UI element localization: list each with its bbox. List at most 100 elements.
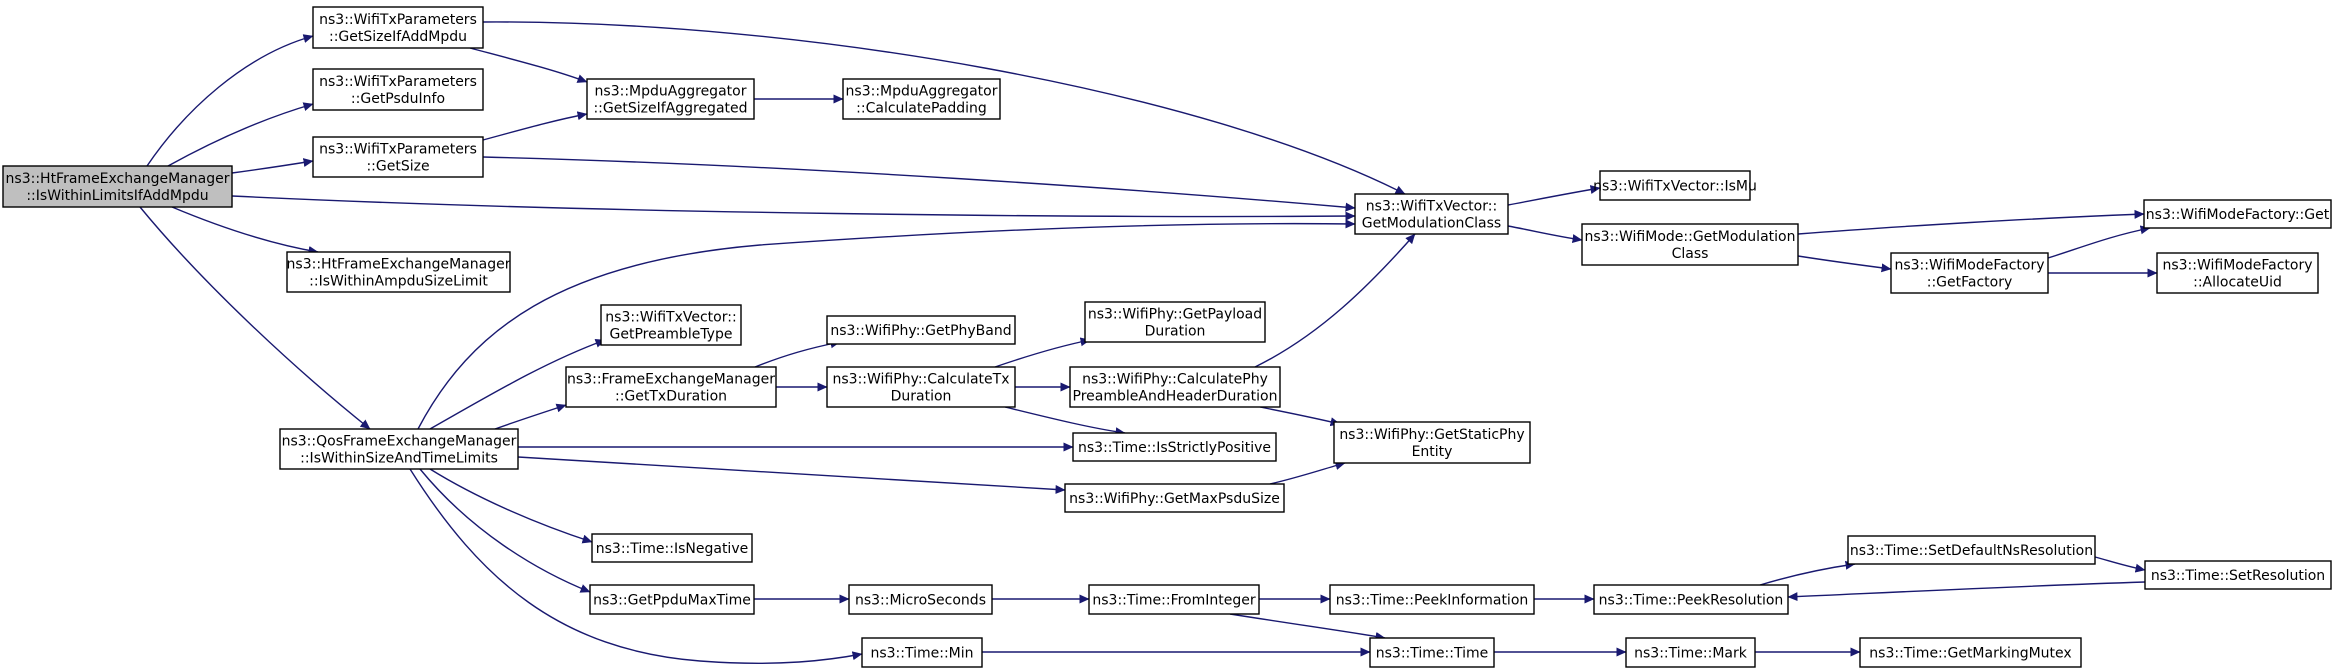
node-isNegative[interactable]: ns3::Time::IsNegative bbox=[591, 533, 753, 563]
node-box bbox=[312, 68, 484, 111]
node-getPhyBand[interactable]: ns3::WifiPhy::GetPhyBand bbox=[826, 315, 1016, 345]
edge-arrow bbox=[994, 337, 1091, 368]
edge-arrow bbox=[482, 156, 1356, 212]
edge-root-to-getPsduInfo bbox=[167, 102, 314, 167]
node-allocateUid[interactable]: ns3::WifiModeFactory::AllocateUid bbox=[2156, 252, 2319, 294]
nodes: ns3::HtFrameExchangeManager::IsWithinLim… bbox=[2, 6, 2332, 668]
edge-calcTxDuration-to-payloadDuration bbox=[994, 337, 1091, 368]
node-box bbox=[1084, 301, 1266, 343]
node-mpduAggPad[interactable]: ns3::MpduAggregator::CalculatePadding bbox=[842, 78, 1001, 120]
node-qosLimits[interactable]: ns3::QosFrameExchangeManager::IsWithinSi… bbox=[279, 428, 519, 470]
node-setResolution[interactable]: ns3::Time::SetResolution bbox=[2144, 560, 2332, 590]
node-label: ns3::WifiTxVector::IsMu bbox=[1593, 179, 1757, 195]
node-box bbox=[861, 637, 983, 668]
edge-arrow bbox=[417, 219, 1356, 430]
node-label: ::CalculatePadding bbox=[856, 101, 987, 117]
node-label: ns3::Time::Mark bbox=[1634, 646, 1748, 662]
node-box bbox=[589, 584, 755, 615]
node-maxPsduSize[interactable]: ns3::WifiPhy::GetMaxPsduSize bbox=[1064, 483, 1285, 513]
node-isMu[interactable]: ns3::WifiTxVector::IsMu bbox=[1593, 170, 1757, 201]
edge-arrow bbox=[1269, 461, 1346, 485]
node-preambleType[interactable]: ns3::WifiTxVector::GetPreambleType bbox=[600, 304, 742, 346]
node-peekInformation[interactable]: ns3::Time::PeekInformation bbox=[1329, 584, 1535, 615]
node-setDefaultNs[interactable]: ns3::Time::SetDefaultNsResolution bbox=[1847, 535, 2096, 565]
edge-arrow bbox=[517, 456, 1066, 494]
node-label: ns3::MicroSeconds bbox=[855, 593, 986, 609]
edge-getSize-to-mpduAggSize bbox=[482, 111, 588, 141]
node-label: ::GetTxDuration bbox=[615, 389, 727, 405]
node-box bbox=[312, 136, 484, 178]
edge-arrow bbox=[1787, 581, 2146, 602]
node-box bbox=[565, 366, 777, 408]
node-label: Class bbox=[1672, 246, 1709, 262]
edge-calcTxDuration-to-isStrictlyPositive bbox=[1004, 406, 1126, 437]
edge-qosLimits-to-ppduMaxTime bbox=[419, 468, 591, 593]
node-markingMutex[interactable]: ns3::Time::GetMarkingMutex bbox=[1859, 637, 2082, 668]
node-label: ::GetFactory bbox=[1927, 275, 2013, 291]
node-timeTime[interactable]: ns3::Time::Time bbox=[1369, 637, 1495, 668]
node-box bbox=[1593, 584, 1789, 615]
edge-qosLimits-to-isNegative bbox=[429, 468, 593, 544]
edge-arrow bbox=[1254, 233, 1416, 368]
node-modeModClass[interactable]: ns3::WifiMode::GetModulationClass bbox=[1581, 223, 1799, 266]
node-peekResolution[interactable]: ns3::Time::PeekResolution bbox=[1593, 584, 1789, 615]
node-label: ns3::WifiTxParameters bbox=[319, 142, 477, 158]
node-box bbox=[2156, 252, 2319, 294]
node-label: ns3::WifiModeFactory bbox=[2162, 258, 2312, 274]
edge-arrow bbox=[139, 206, 371, 430]
node-timeMark[interactable]: ns3::Time::Mark bbox=[1625, 637, 1756, 668]
edge-root-to-qosLimits bbox=[139, 206, 371, 430]
edge-getTxDuration-to-getPhyBand bbox=[754, 339, 841, 368]
edge-qosLimits-to-timeMin bbox=[409, 468, 863, 664]
edge-arrow bbox=[482, 21, 1406, 195]
node-getTxDuration[interactable]: ns3::FrameExchangeManager::GetTxDuration bbox=[565, 366, 777, 408]
edge-arrow bbox=[1259, 406, 1341, 427]
edge-maxPsduSize-to-staticPhyEntity bbox=[1269, 461, 1346, 485]
edge-arrow bbox=[1797, 255, 1892, 273]
node-box bbox=[312, 6, 484, 49]
node-label: ns3::WifiPhy::GetPayload bbox=[1088, 307, 1262, 323]
node-label: ns3::Time::PeekInformation bbox=[1336, 593, 1529, 609]
node-box bbox=[1599, 170, 1751, 201]
node-box bbox=[1847, 535, 2096, 565]
node-factoryGet[interactable]: ns3::WifiModeFactory::Get bbox=[2143, 199, 2332, 229]
node-label: ns3::GetPpduMaxTime bbox=[593, 593, 751, 609]
edge-modClass-to-modeModClass bbox=[1507, 225, 1583, 244]
node-preambleHeader[interactable]: ns3::WifiPhy::CalculatePhyPreambleAndHea… bbox=[1069, 366, 1281, 408]
node-timeMin[interactable]: ns3::Time::Min bbox=[861, 637, 983, 668]
node-box bbox=[1069, 366, 1281, 408]
node-fromInteger[interactable]: ns3::Time::FromInteger bbox=[1088, 584, 1260, 615]
node-label: ns3::WifiTxParameters bbox=[319, 12, 477, 28]
node-root[interactable]: ns3::HtFrameExchangeManager::IsWithinLim… bbox=[2, 165, 233, 208]
node-label: ns3::MpduAggregator bbox=[846, 84, 998, 100]
node-label: ns3::WifiPhy::GetStaticPhy bbox=[1339, 427, 1524, 443]
node-ppduMaxTime[interactable]: ns3::GetPpduMaxTime bbox=[589, 584, 755, 615]
node-isStrictlyPositive[interactable]: ns3::Time::IsStrictlyPositive bbox=[1072, 432, 1277, 462]
node-box bbox=[1369, 637, 1495, 668]
node-label: ns3::WifiPhy::GetPhyBand bbox=[830, 323, 1011, 339]
node-label: ns3::Time::SetDefaultNsResolution bbox=[1850, 543, 2093, 559]
edge-arrow bbox=[1759, 560, 1856, 586]
node-getSizeIfAddMpdu[interactable]: ns3::WifiTxParameters::GetSizeIfAddMpdu bbox=[312, 6, 484, 49]
edge-fromInteger-to-timeTime bbox=[1229, 613, 1386, 641]
node-getPsduInfo[interactable]: ns3::WifiTxParameters::GetPsduInfo bbox=[312, 68, 484, 111]
node-label: ns3::QosFrameExchangeManager bbox=[282, 434, 517, 450]
node-box bbox=[1354, 193, 1509, 235]
node-box bbox=[1859, 637, 2082, 668]
node-isWithinAmpdu[interactable]: ns3::HtFrameExchangeManager::IsWithinAmp… bbox=[286, 251, 511, 293]
node-label: ns3::Time::IsStrictlyPositive bbox=[1078, 440, 1271, 456]
node-box bbox=[2143, 199, 2332, 229]
node-getSize[interactable]: ns3::WifiTxParameters::GetSize bbox=[312, 136, 484, 178]
node-label: Duration bbox=[1145, 324, 1206, 340]
node-modClass[interactable]: ns3::WifiTxVector::GetModulationClass bbox=[1354, 193, 1509, 235]
edge-qosLimits-to-maxPsduSize bbox=[517, 456, 1066, 494]
node-label: ns3::Time::FromInteger bbox=[1092, 593, 1255, 609]
edge-qosLimits-to-getTxDuration bbox=[494, 403, 567, 430]
node-label: ns3::WifiModeFactory bbox=[1894, 258, 2044, 274]
node-microSeconds[interactable]: ns3::MicroSeconds bbox=[848, 584, 993, 615]
node-mpduAggSize[interactable]: ns3::MpduAggregator::GetSizeIfAggregated bbox=[586, 78, 755, 120]
node-getFactory[interactable]: ns3::WifiModeFactory::GetFactory bbox=[1890, 252, 2049, 294]
